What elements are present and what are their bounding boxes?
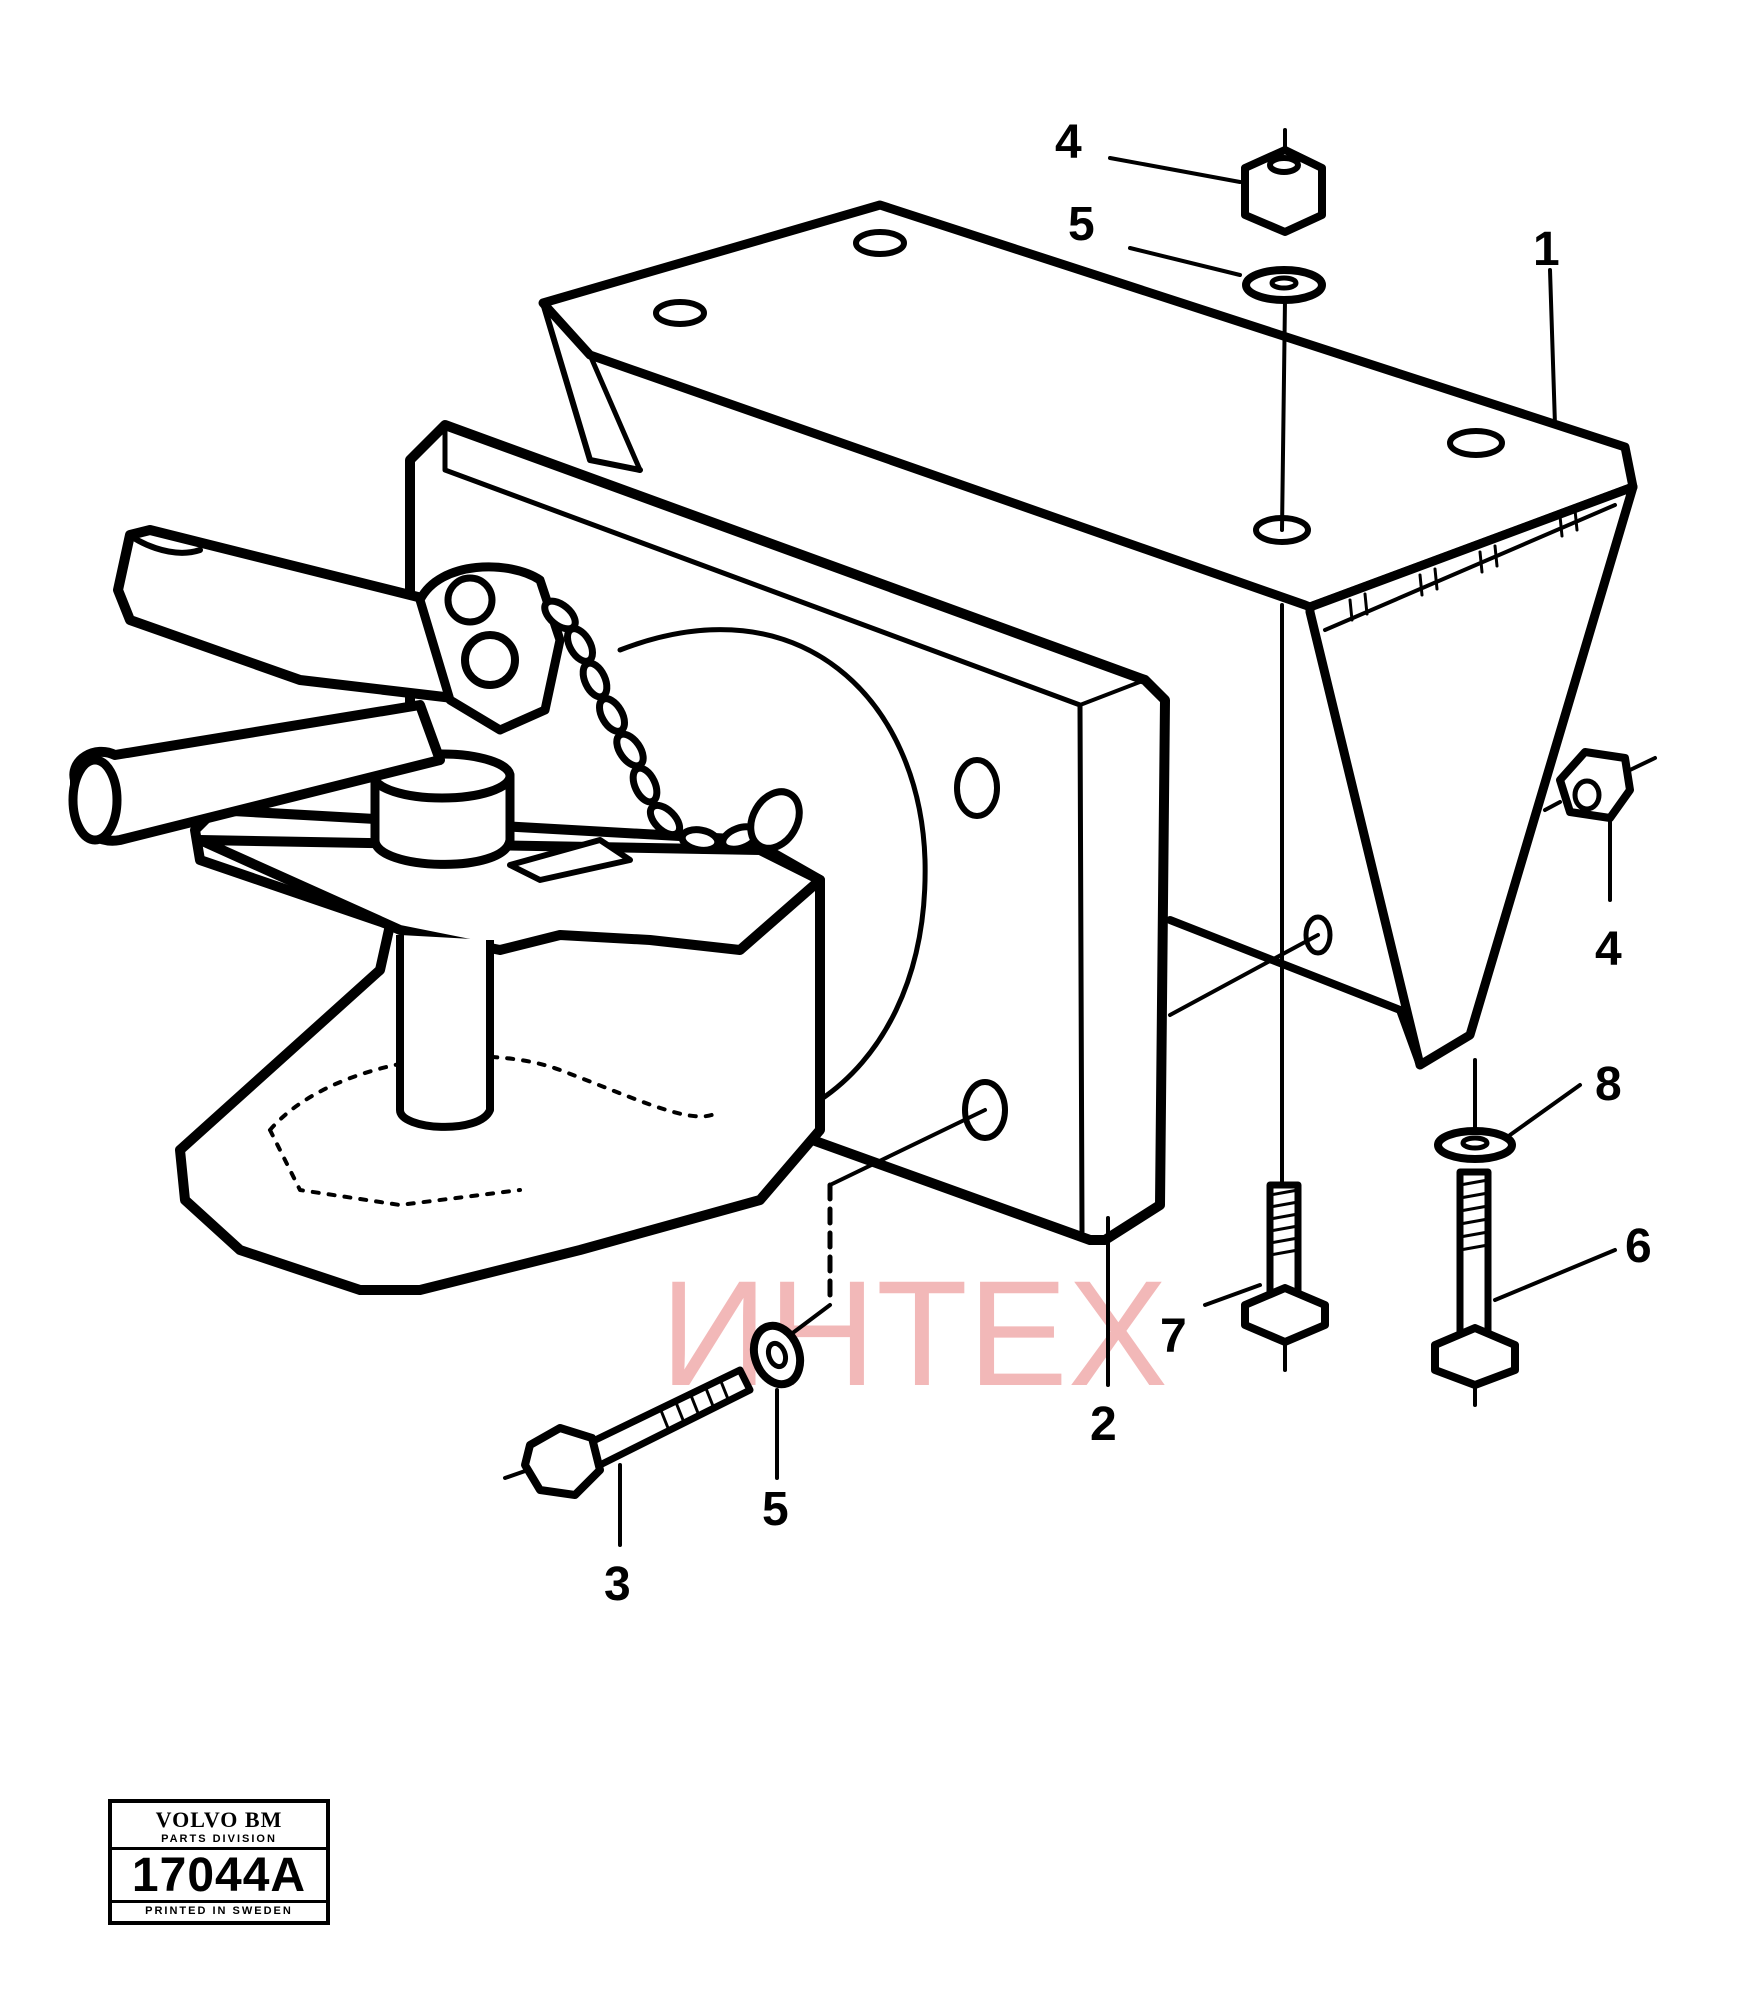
callout-4-top-nut: 4 — [1055, 116, 1082, 169]
callout-6-bolt: 6 — [1625, 1220, 1652, 1273]
fasteners — [503, 128, 1657, 1499]
callout-4-side-nut: 4 — [1595, 923, 1622, 976]
towing-hitch — [68, 525, 928, 1295]
plate-brand: VOLVO BM — [155, 1807, 283, 1832]
callout-3-bolt: 3 — [604, 1558, 631, 1611]
plate-division: PARTS DIVISION — [112, 1833, 326, 1850]
callout-1-bracket: 1 — [1533, 223, 1560, 276]
callout-7-bolt: 7 — [1160, 1310, 1187, 1363]
volvo-bm-parts-plate: VOLVO BM PARTS DIVISION 17044A PRINTED I… — [108, 1799, 330, 1925]
callout-8-washer: 8 — [1595, 1058, 1622, 1111]
leader-lines — [618, 156, 1617, 1547]
plate-number: 17044A — [131, 1849, 307, 1902]
plate-printed: PRINTED IN SWEDEN — [112, 1900, 326, 1921]
mounting-bracket — [538, 200, 1638, 1070]
callout-5-bottom-washer: 5 — [762, 1483, 789, 1536]
callout-2-plate: 2 — [1090, 1398, 1117, 1451]
callout-5-top-washer: 5 — [1068, 198, 1095, 251]
